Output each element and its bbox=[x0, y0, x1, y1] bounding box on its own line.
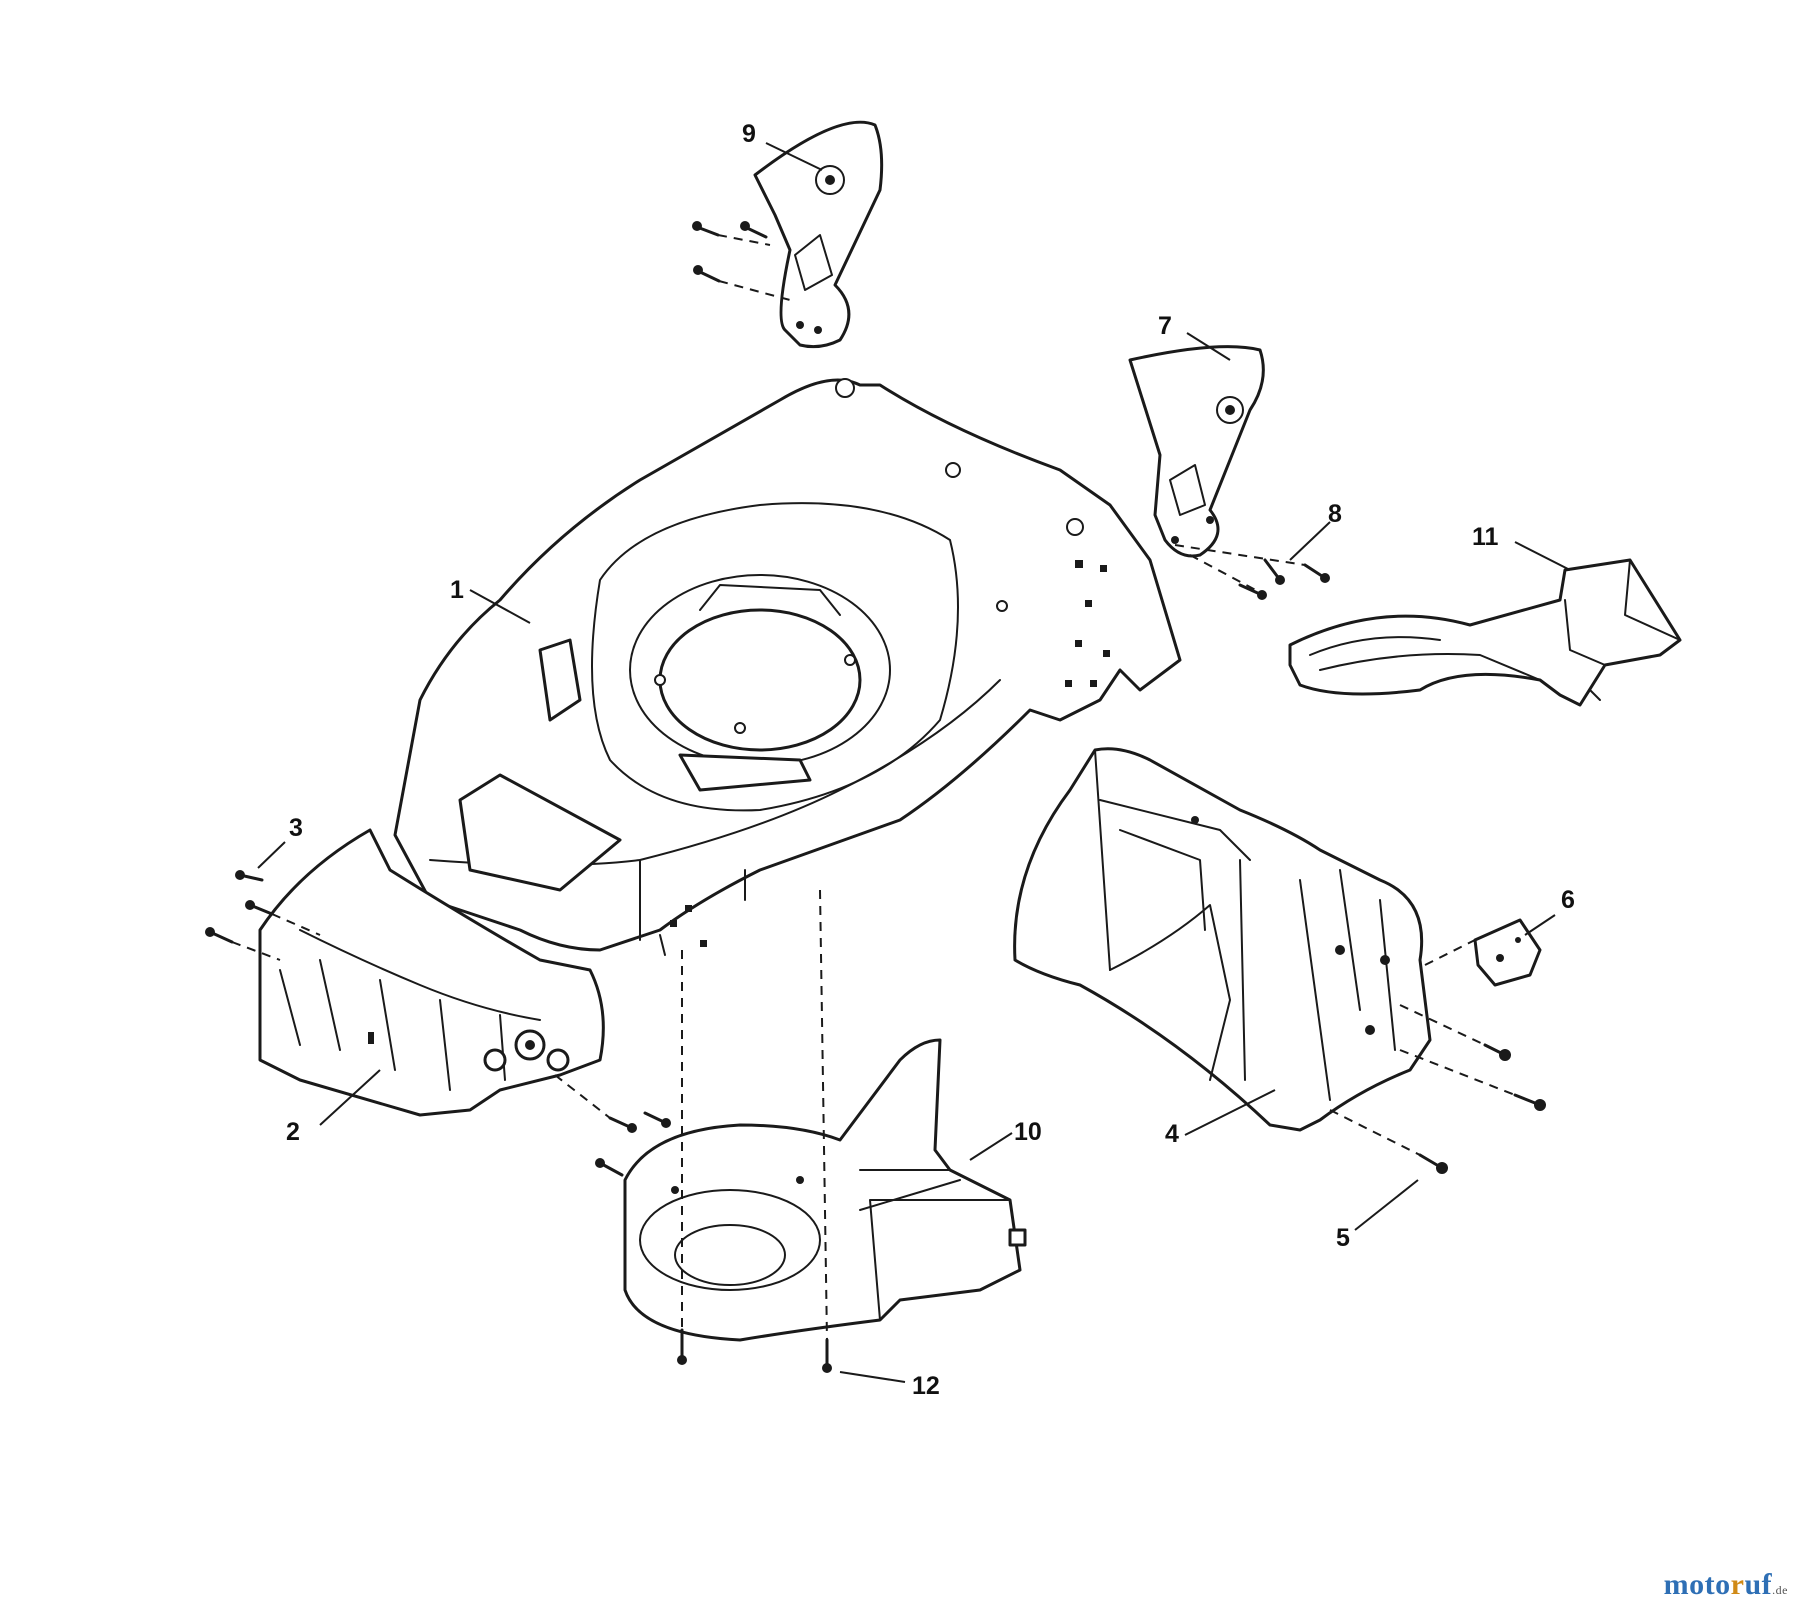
screw-9a bbox=[692, 221, 720, 237]
callout-1: 1 bbox=[450, 576, 464, 604]
callout-12: 12 bbox=[912, 1372, 940, 1400]
screw-3b bbox=[245, 900, 274, 916]
assembly-lines bbox=[231, 234, 1516, 1341]
mulch-plug bbox=[1288, 558, 1682, 707]
leader-lines bbox=[257, 142, 1571, 1383]
left-handle-bracket bbox=[753, 120, 884, 349]
callout-4: 4 bbox=[1165, 1120, 1179, 1148]
screw-10a bbox=[595, 1158, 624, 1177]
callout-labels: 1 2 3 4 5 6 7 8 9 10 11 12 bbox=[286, 120, 1575, 1400]
watermark-part-a: moto bbox=[1663, 1568, 1731, 1601]
screw-9c bbox=[693, 265, 721, 283]
watermark-logo: motoruf.de bbox=[1664, 1568, 1788, 1602]
screw-12a bbox=[677, 1328, 687, 1365]
callout-8: 8 bbox=[1328, 500, 1342, 528]
screw-3c bbox=[205, 927, 234, 944]
callout-6: 6 bbox=[1561, 886, 1575, 914]
screw-12b bbox=[822, 1338, 832, 1373]
callout-9: 9 bbox=[742, 120, 756, 148]
callout-5: 5 bbox=[1336, 1224, 1350, 1252]
screws bbox=[205, 221, 1546, 1373]
screw-9b bbox=[740, 221, 768, 239]
screw-8a bbox=[1263, 558, 1285, 585]
callout-10: 10 bbox=[1014, 1118, 1042, 1146]
screw-5b bbox=[1513, 1093, 1546, 1111]
discharge-shroud bbox=[623, 1038, 1027, 1342]
screw-5a bbox=[1483, 1043, 1511, 1061]
screw-5c bbox=[1418, 1153, 1448, 1174]
callout-11: 11 bbox=[1472, 523, 1499, 551]
front-bumper bbox=[258, 828, 605, 1117]
watermark-tld: .de bbox=[1772, 1583, 1788, 1597]
callout-2: 2 bbox=[286, 1118, 300, 1146]
watermark-part-c: uf bbox=[1744, 1568, 1773, 1601]
latch-plate bbox=[1473, 918, 1542, 987]
grass-box bbox=[1013, 747, 1432, 1132]
callout-7: 7 bbox=[1158, 312, 1172, 340]
screw-2a bbox=[608, 1116, 637, 1133]
screw-8b bbox=[1303, 563, 1330, 583]
right-handle-bracket bbox=[1128, 345, 1265, 558]
mower-deck bbox=[393, 378, 1182, 956]
screw-3a bbox=[235, 870, 264, 882]
screw-2b bbox=[643, 1111, 671, 1128]
callout-3: 3 bbox=[289, 814, 303, 842]
screw-8c bbox=[1238, 583, 1267, 600]
watermark-part-b: r bbox=[1730, 1568, 1745, 1601]
